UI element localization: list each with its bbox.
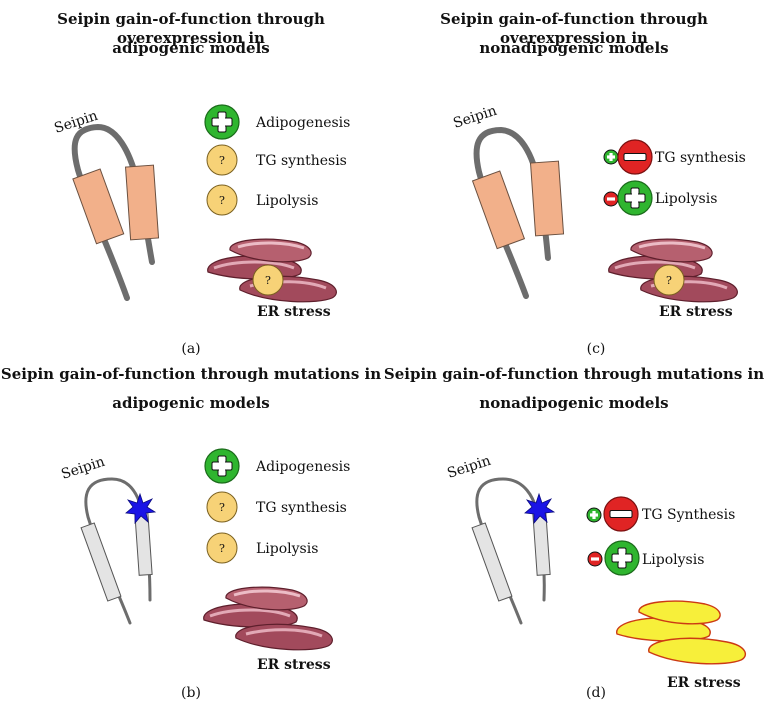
panel-d: Seipin gain-of-function through mutation… xyxy=(383,355,765,710)
svg-text:?: ? xyxy=(219,542,225,555)
transmembrane-domain-2 xyxy=(134,512,153,576)
item-tg-synthesis: TG synthesis xyxy=(655,150,746,166)
er-stress-label: ER stress xyxy=(659,304,733,320)
small-minus-icon xyxy=(603,191,619,207)
svg-text:?: ? xyxy=(265,274,271,287)
er-stress-label: ER stress xyxy=(257,657,331,673)
transmembrane-domain-1 xyxy=(72,168,125,245)
title-line-1: Seipin gain-of-function through mutation… xyxy=(383,365,765,383)
er-membrane-icon xyxy=(202,585,334,652)
title-line-1: Seipin gain-of-function through overexpr… xyxy=(440,10,708,47)
item-tg-synthesis: TG Synthesis xyxy=(642,507,735,523)
title-line-1: Seipin gain-of-function through mutation… xyxy=(0,365,382,383)
transmembrane-domain-1 xyxy=(471,170,526,250)
question-icon: ? xyxy=(206,184,238,216)
title-line-2: adipogenic models xyxy=(112,394,270,412)
title-line-1: Seipin gain-of-function through overexpr… xyxy=(57,10,325,47)
item-adipogenesis: Adipogenesis xyxy=(255,459,350,475)
item-lipolysis: Lipolysis xyxy=(256,193,318,209)
question-icon: ? xyxy=(206,491,238,523)
question-icon: ? xyxy=(206,144,238,176)
panel-d-diagram: Seipin TG Synthesis Lipolysis ER stress … xyxy=(445,453,747,701)
transmembrane-domain-1 xyxy=(471,522,513,602)
panel-caption: (a) xyxy=(181,341,200,355)
er-stress-label: ER stress xyxy=(667,675,741,691)
panel-a-diagram: Seipin Adipogenesis ? TG synthesis ? Lip… xyxy=(52,104,350,355)
er-stress-label: ER stress xyxy=(257,304,331,320)
panel-b: Seipin gain-of-function through mutation… xyxy=(0,355,382,710)
item-lipolysis: Lipolysis xyxy=(256,541,318,557)
item-lipolysis: Lipolysis xyxy=(642,552,704,568)
transmembrane-domain-2 xyxy=(529,160,565,237)
question-icon: ? xyxy=(653,264,685,296)
panel-caption: (d) xyxy=(586,685,606,701)
panel-caption: (c) xyxy=(587,341,606,355)
panel-c: Seipin gain-of-function through overexpr… xyxy=(383,0,765,355)
question-icon: ? xyxy=(206,532,238,564)
seipin-label: Seipin xyxy=(445,453,493,482)
question-icon: ? xyxy=(252,264,284,296)
minus-icon xyxy=(603,496,639,532)
item-tg-synthesis: TG synthesis xyxy=(256,500,347,516)
svg-text:?: ? xyxy=(219,501,225,514)
panel-caption: (b) xyxy=(181,685,201,701)
seipin-label: Seipin xyxy=(52,108,100,137)
panel-c-diagram: Seipin TG synthesis Lipolysis ? ER stre xyxy=(451,103,746,355)
mutation-burst-icon xyxy=(125,492,157,525)
transmembrane-domain-1 xyxy=(80,522,122,602)
plus-icon xyxy=(204,448,240,484)
transmembrane-domain-2 xyxy=(124,164,160,241)
panel-a: Seipin gain-of-function through overexpr… xyxy=(0,0,382,355)
small-plus-icon xyxy=(603,149,619,165)
plus-icon xyxy=(617,180,653,216)
title-line-2: adipogenic models xyxy=(112,39,270,57)
plus-icon xyxy=(204,104,240,140)
title-line-2: nonadipogenic models xyxy=(479,39,669,57)
small-plus-icon xyxy=(586,507,602,523)
small-minus-icon xyxy=(587,551,603,567)
seipin-label: Seipin xyxy=(59,454,107,483)
svg-text:?: ? xyxy=(219,154,225,167)
transmembrane-domain-2 xyxy=(532,512,551,576)
item-lipolysis: Lipolysis xyxy=(655,191,717,207)
svg-text:?: ? xyxy=(666,274,672,287)
item-adipogenesis: Adipogenesis xyxy=(255,115,350,131)
svg-text:?: ? xyxy=(219,194,225,207)
er-membrane-icon xyxy=(615,600,747,665)
title-line-2: nonadipogenic models xyxy=(479,394,669,412)
plus-icon xyxy=(604,540,640,576)
minus-icon xyxy=(617,139,653,175)
mutation-burst-icon xyxy=(524,492,556,525)
item-tg-synthesis: TG synthesis xyxy=(256,153,347,169)
panel-b-diagram: Seipin Adipogenesis ? TG synthesis ? Lip… xyxy=(59,448,350,701)
seipin-label: Seipin xyxy=(451,103,499,132)
